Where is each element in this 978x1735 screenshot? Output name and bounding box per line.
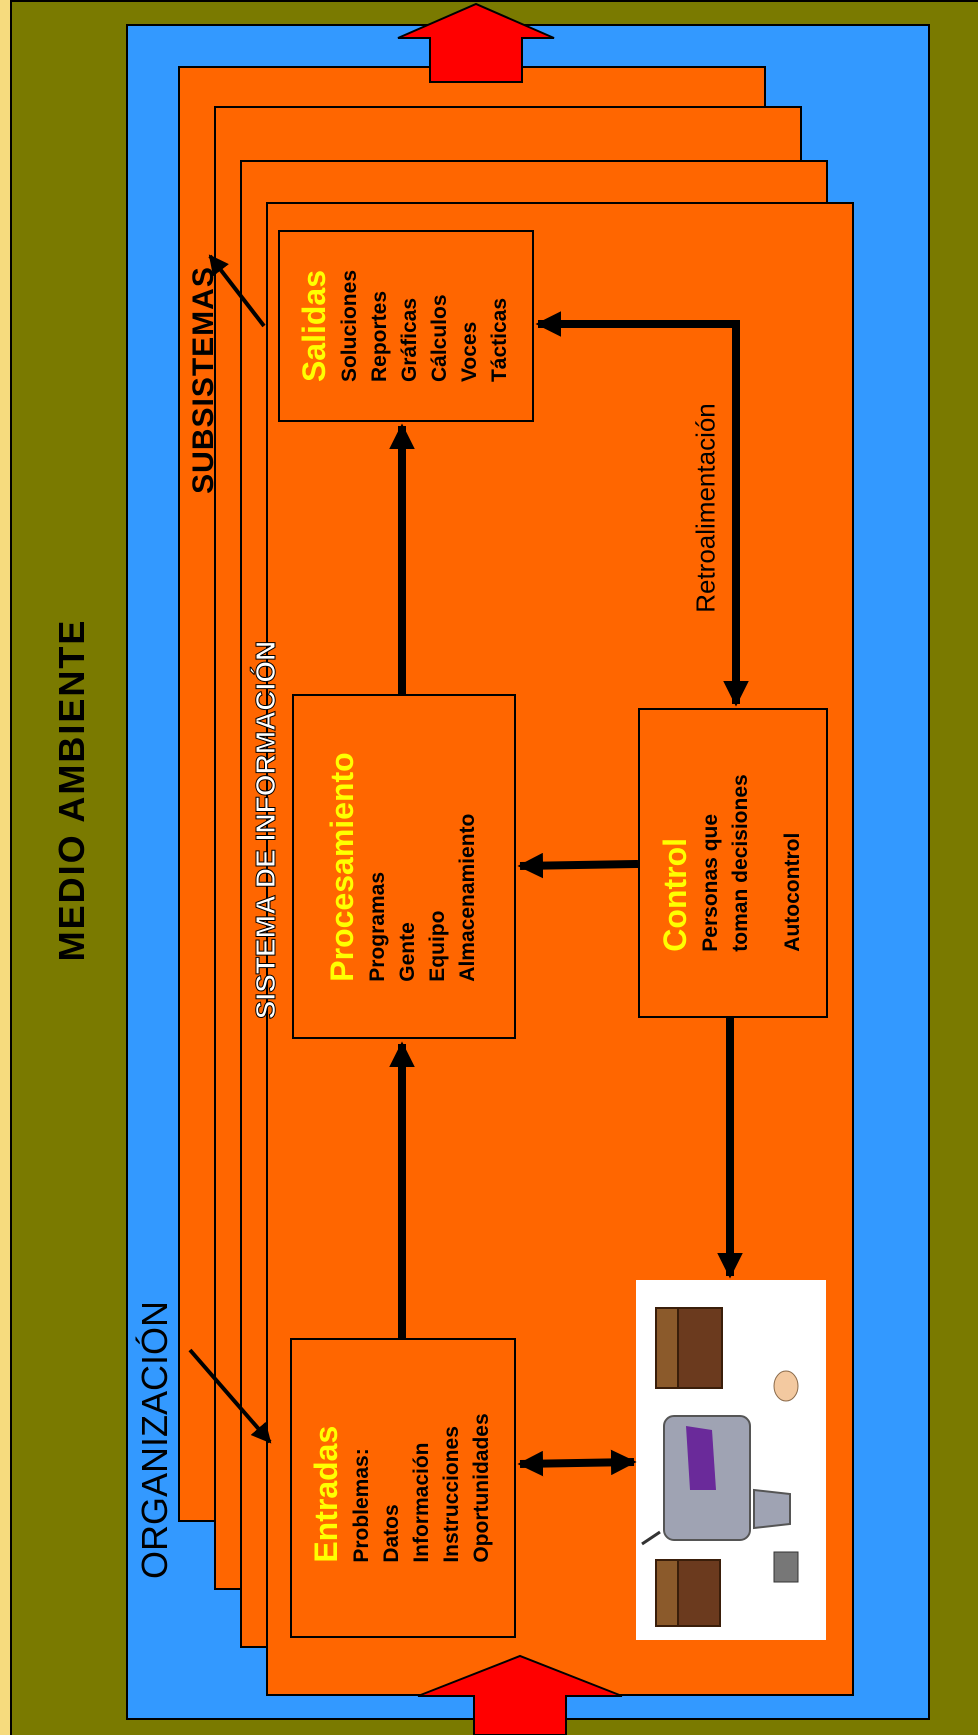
control-box: Control Personas que toman decisiones Au… [638, 708, 828, 1018]
red-flow-arrow-icon [397, 2, 555, 83]
inputs-box: Entradas Problemas: Datos Información In… [290, 1338, 516, 1638]
environment-edge-band [0, 0, 12, 1735]
outputs-box: Salidas Soluciones Reportes Gráficas Cál… [278, 230, 534, 422]
organization-pointer-line [188, 1348, 272, 1444]
subsystems-pointer-line [208, 254, 266, 328]
red-flow-arrow-icon [417, 1654, 623, 1735]
feedback-loop-arrow [535, 311, 749, 707]
processing-box: Procesamiento Programas Gente Equipo Alm… [292, 694, 516, 1039]
inputs-person-bidirectional-arrow [517, 1449, 637, 1477]
person-at-desk-icon [636, 1280, 826, 1640]
person-at-desk-illustration [641, 1307, 799, 1627]
control-to-processing-arrow [517, 852, 639, 879]
